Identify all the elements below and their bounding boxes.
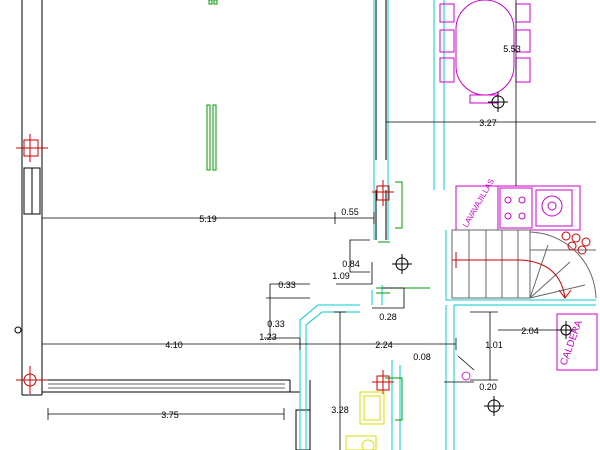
column-marks [16,134,394,394]
light-fixtures [14,92,575,416]
dim-028: 0.28 [379,312,397,322]
dining-table [439,0,531,104]
dim-084: 0.84 [342,259,360,269]
dim-327: 3.27 [479,118,497,128]
dim-328: 3.28 [331,405,349,415]
green-elements [206,0,430,421]
dim-008: 0.08 [413,352,431,362]
dimension-labels: 5.19 0.55 0.84 1.09 0.33 0.33 0.28 1.23 … [161,44,539,420]
dim-123: 1.23 [259,332,277,342]
dim-109: 1.09 [332,271,350,281]
label-lavavajillas: LAVAVAJILLAS [461,177,496,229]
dim-033a: 0.33 [278,280,296,290]
dimension-lines [41,0,596,450]
stair-arrow [452,252,572,299]
cyan-lines [299,0,596,450]
bathroom-fixtures [345,391,385,450]
dim-033b: 0.33 [267,319,285,329]
dim-553: 5.53 [503,44,521,54]
dim-101: 1.01 [485,340,503,350]
walls [21,0,387,450]
caldera-box [556,313,598,371]
dim-055: 0.55 [341,207,359,217]
element-labels: LAVAVAJILLAS CALDERA [461,177,585,367]
dim-410: 4.10 [165,340,183,350]
staircase [451,229,597,299]
dim-224: 2.24 [375,340,393,350]
dim-375: 3.75 [161,410,179,420]
dim-020: 0.20 [479,382,497,392]
dim-519: 5.19 [199,214,217,224]
caldera-circles [561,231,591,255]
dim-204: 2.04 [521,326,539,336]
